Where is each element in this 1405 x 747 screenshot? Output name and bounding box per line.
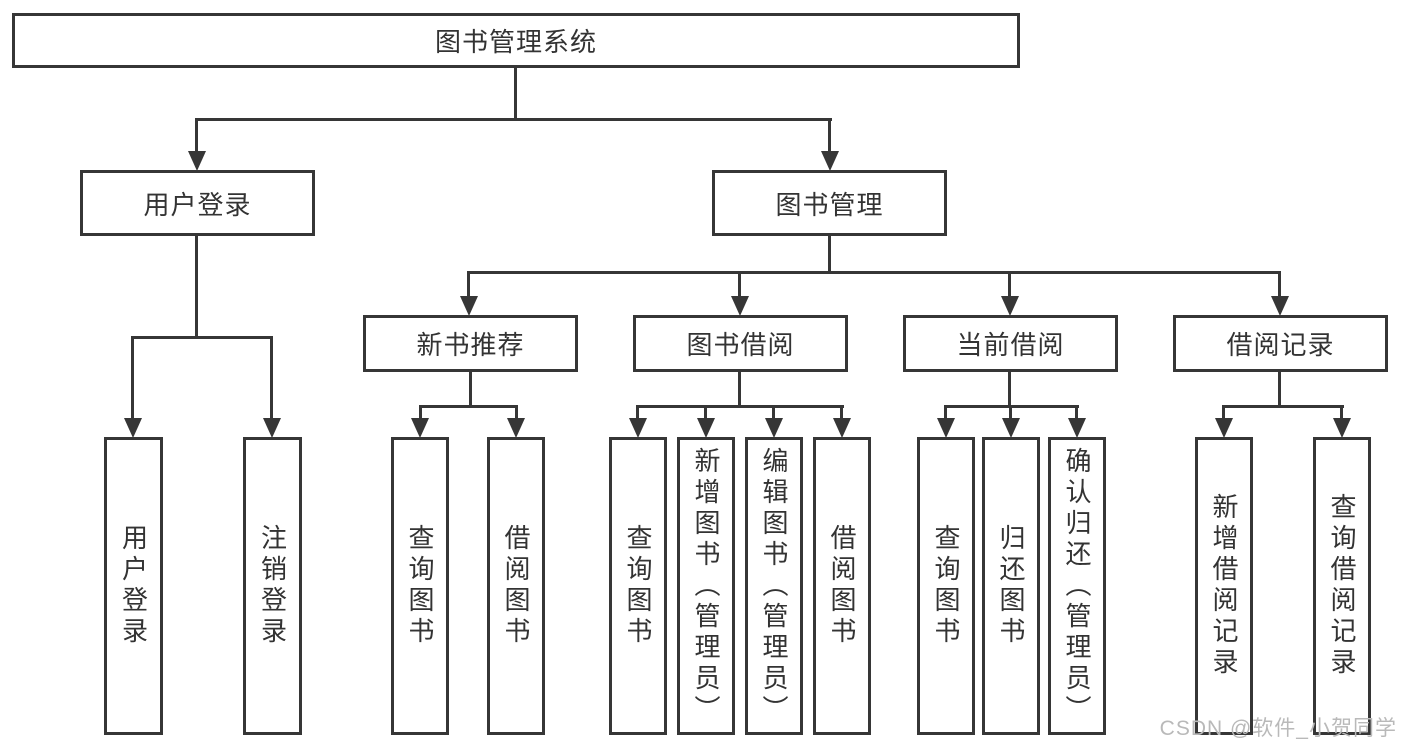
connector-vline bbox=[636, 405, 639, 420]
leaf-edit-book-admin: 编辑图书（管理员） bbox=[745, 437, 803, 735]
connector-hline bbox=[131, 336, 273, 339]
arrow-down-icon bbox=[765, 418, 783, 438]
connector-vline bbox=[1008, 370, 1011, 408]
leaf-user-login: 用户登录 bbox=[104, 437, 163, 735]
node-borrow-record: 借阅记录 bbox=[1173, 315, 1388, 372]
leaf-query-book-borrow: 查询图书 bbox=[609, 437, 667, 735]
leaf-label: 归还图书 bbox=[996, 524, 1026, 648]
connector-vline bbox=[1075, 405, 1078, 420]
connector-vline bbox=[738, 271, 741, 298]
connector-vline bbox=[514, 66, 517, 121]
leaf-label: 用户登录 bbox=[118, 524, 149, 648]
leaf-query-borrow-record: 查询借阅记录 bbox=[1313, 437, 1371, 735]
arrow-down-icon bbox=[833, 418, 851, 438]
node-root: 图书管理系统 bbox=[12, 13, 1020, 68]
leaf-label: 查询借阅记录 bbox=[1327, 493, 1357, 679]
leaf-label: 查询图书 bbox=[623, 524, 653, 648]
connector-hline bbox=[1222, 405, 1344, 408]
leaf-borrow-book-recommend: 借阅图书 bbox=[487, 437, 545, 735]
leaf-label: 新增图书（管理员） bbox=[691, 446, 721, 726]
connector-vline bbox=[828, 234, 831, 274]
arrow-down-icon bbox=[411, 418, 429, 438]
arrow-down-icon bbox=[1215, 418, 1233, 438]
leaf-query-book-current: 查询图书 bbox=[917, 437, 975, 735]
arrow-down-icon bbox=[1002, 418, 1020, 438]
connector-vline bbox=[469, 370, 472, 408]
arrow-down-icon bbox=[124, 418, 142, 438]
node-current-borrow: 当前借阅 bbox=[903, 315, 1118, 372]
connector-hline bbox=[419, 405, 518, 408]
leaf-confirm-return-admin: 确认归还（管理员） bbox=[1048, 437, 1106, 735]
node-label: 图书管理系统 bbox=[434, 27, 597, 57]
node-label: 新书推荐 bbox=[416, 330, 525, 360]
connector-vline bbox=[1008, 271, 1011, 298]
connector-vline bbox=[828, 118, 831, 152]
node-book-management: 图书管理 bbox=[712, 170, 947, 236]
connector-vline bbox=[772, 405, 775, 420]
connector-vline bbox=[270, 336, 273, 420]
arrow-down-icon bbox=[1001, 296, 1019, 316]
leaf-label: 借阅图书 bbox=[827, 524, 857, 648]
connector-vline bbox=[704, 405, 707, 420]
node-label: 图书借阅 bbox=[686, 330, 795, 360]
connector-vline bbox=[131, 336, 134, 420]
node-new-book-recommend: 新书推荐 bbox=[363, 315, 578, 372]
connector-hline bbox=[195, 118, 832, 121]
connector-hline bbox=[467, 271, 1281, 274]
node-label: 当前借阅 bbox=[956, 330, 1065, 360]
leaf-label: 注销登录 bbox=[257, 524, 288, 648]
node-label: 用户登录 bbox=[143, 189, 252, 220]
leaf-label: 确认归还（管理员） bbox=[1062, 446, 1092, 726]
connector-vline bbox=[1278, 271, 1281, 298]
connector-hline bbox=[636, 405, 844, 408]
arrow-down-icon bbox=[263, 418, 281, 438]
connector-vline bbox=[515, 405, 518, 420]
arrow-down-icon bbox=[1333, 418, 1351, 438]
connector-vline bbox=[467, 271, 470, 298]
connector-vline bbox=[840, 405, 843, 420]
arrow-down-icon bbox=[1068, 418, 1086, 438]
leaf-query-book-recommend: 查询图书 bbox=[391, 437, 449, 735]
connector-vline bbox=[738, 370, 741, 408]
arrow-down-icon bbox=[821, 151, 839, 171]
leaf-label: 查询图书 bbox=[931, 524, 961, 648]
arrow-down-icon bbox=[629, 418, 647, 438]
leaf-label: 查询图书 bbox=[405, 524, 435, 648]
leaf-label: 新增借阅记录 bbox=[1209, 493, 1239, 679]
arrow-down-icon bbox=[937, 418, 955, 438]
arrow-down-icon bbox=[731, 296, 749, 316]
connector-vline bbox=[1278, 370, 1281, 408]
leaf-label: 编辑图书（管理员） bbox=[759, 446, 789, 726]
leaf-return-book: 归还图书 bbox=[982, 437, 1040, 735]
arrow-down-icon bbox=[188, 151, 206, 171]
connector-vline bbox=[1222, 405, 1225, 420]
leaf-borrow-book: 借阅图书 bbox=[813, 437, 871, 735]
leaf-add-borrow-record: 新增借阅记录 bbox=[1195, 437, 1253, 735]
connector-vline bbox=[195, 234, 198, 339]
watermark: CSDN @软件_小贺同学 bbox=[1159, 717, 1397, 740]
arrow-down-icon bbox=[460, 296, 478, 316]
arrow-down-icon bbox=[697, 418, 715, 438]
connector-vline bbox=[1340, 405, 1343, 420]
leaf-logout: 注销登录 bbox=[243, 437, 302, 735]
connector-vline bbox=[944, 405, 947, 420]
node-book-borrow: 图书借阅 bbox=[633, 315, 848, 372]
connector-vline bbox=[195, 118, 198, 152]
node-label: 图书管理 bbox=[775, 189, 884, 220]
leaf-add-book-admin: 新增图书（管理员） bbox=[677, 437, 735, 735]
arrow-down-icon bbox=[507, 418, 525, 438]
node-label: 借阅记录 bbox=[1226, 330, 1335, 360]
arrow-down-icon bbox=[1271, 296, 1289, 316]
connector-vline bbox=[419, 405, 422, 420]
leaf-label: 借阅图书 bbox=[501, 524, 531, 648]
node-user-login: 用户登录 bbox=[80, 170, 315, 236]
connector-vline bbox=[1009, 405, 1012, 420]
